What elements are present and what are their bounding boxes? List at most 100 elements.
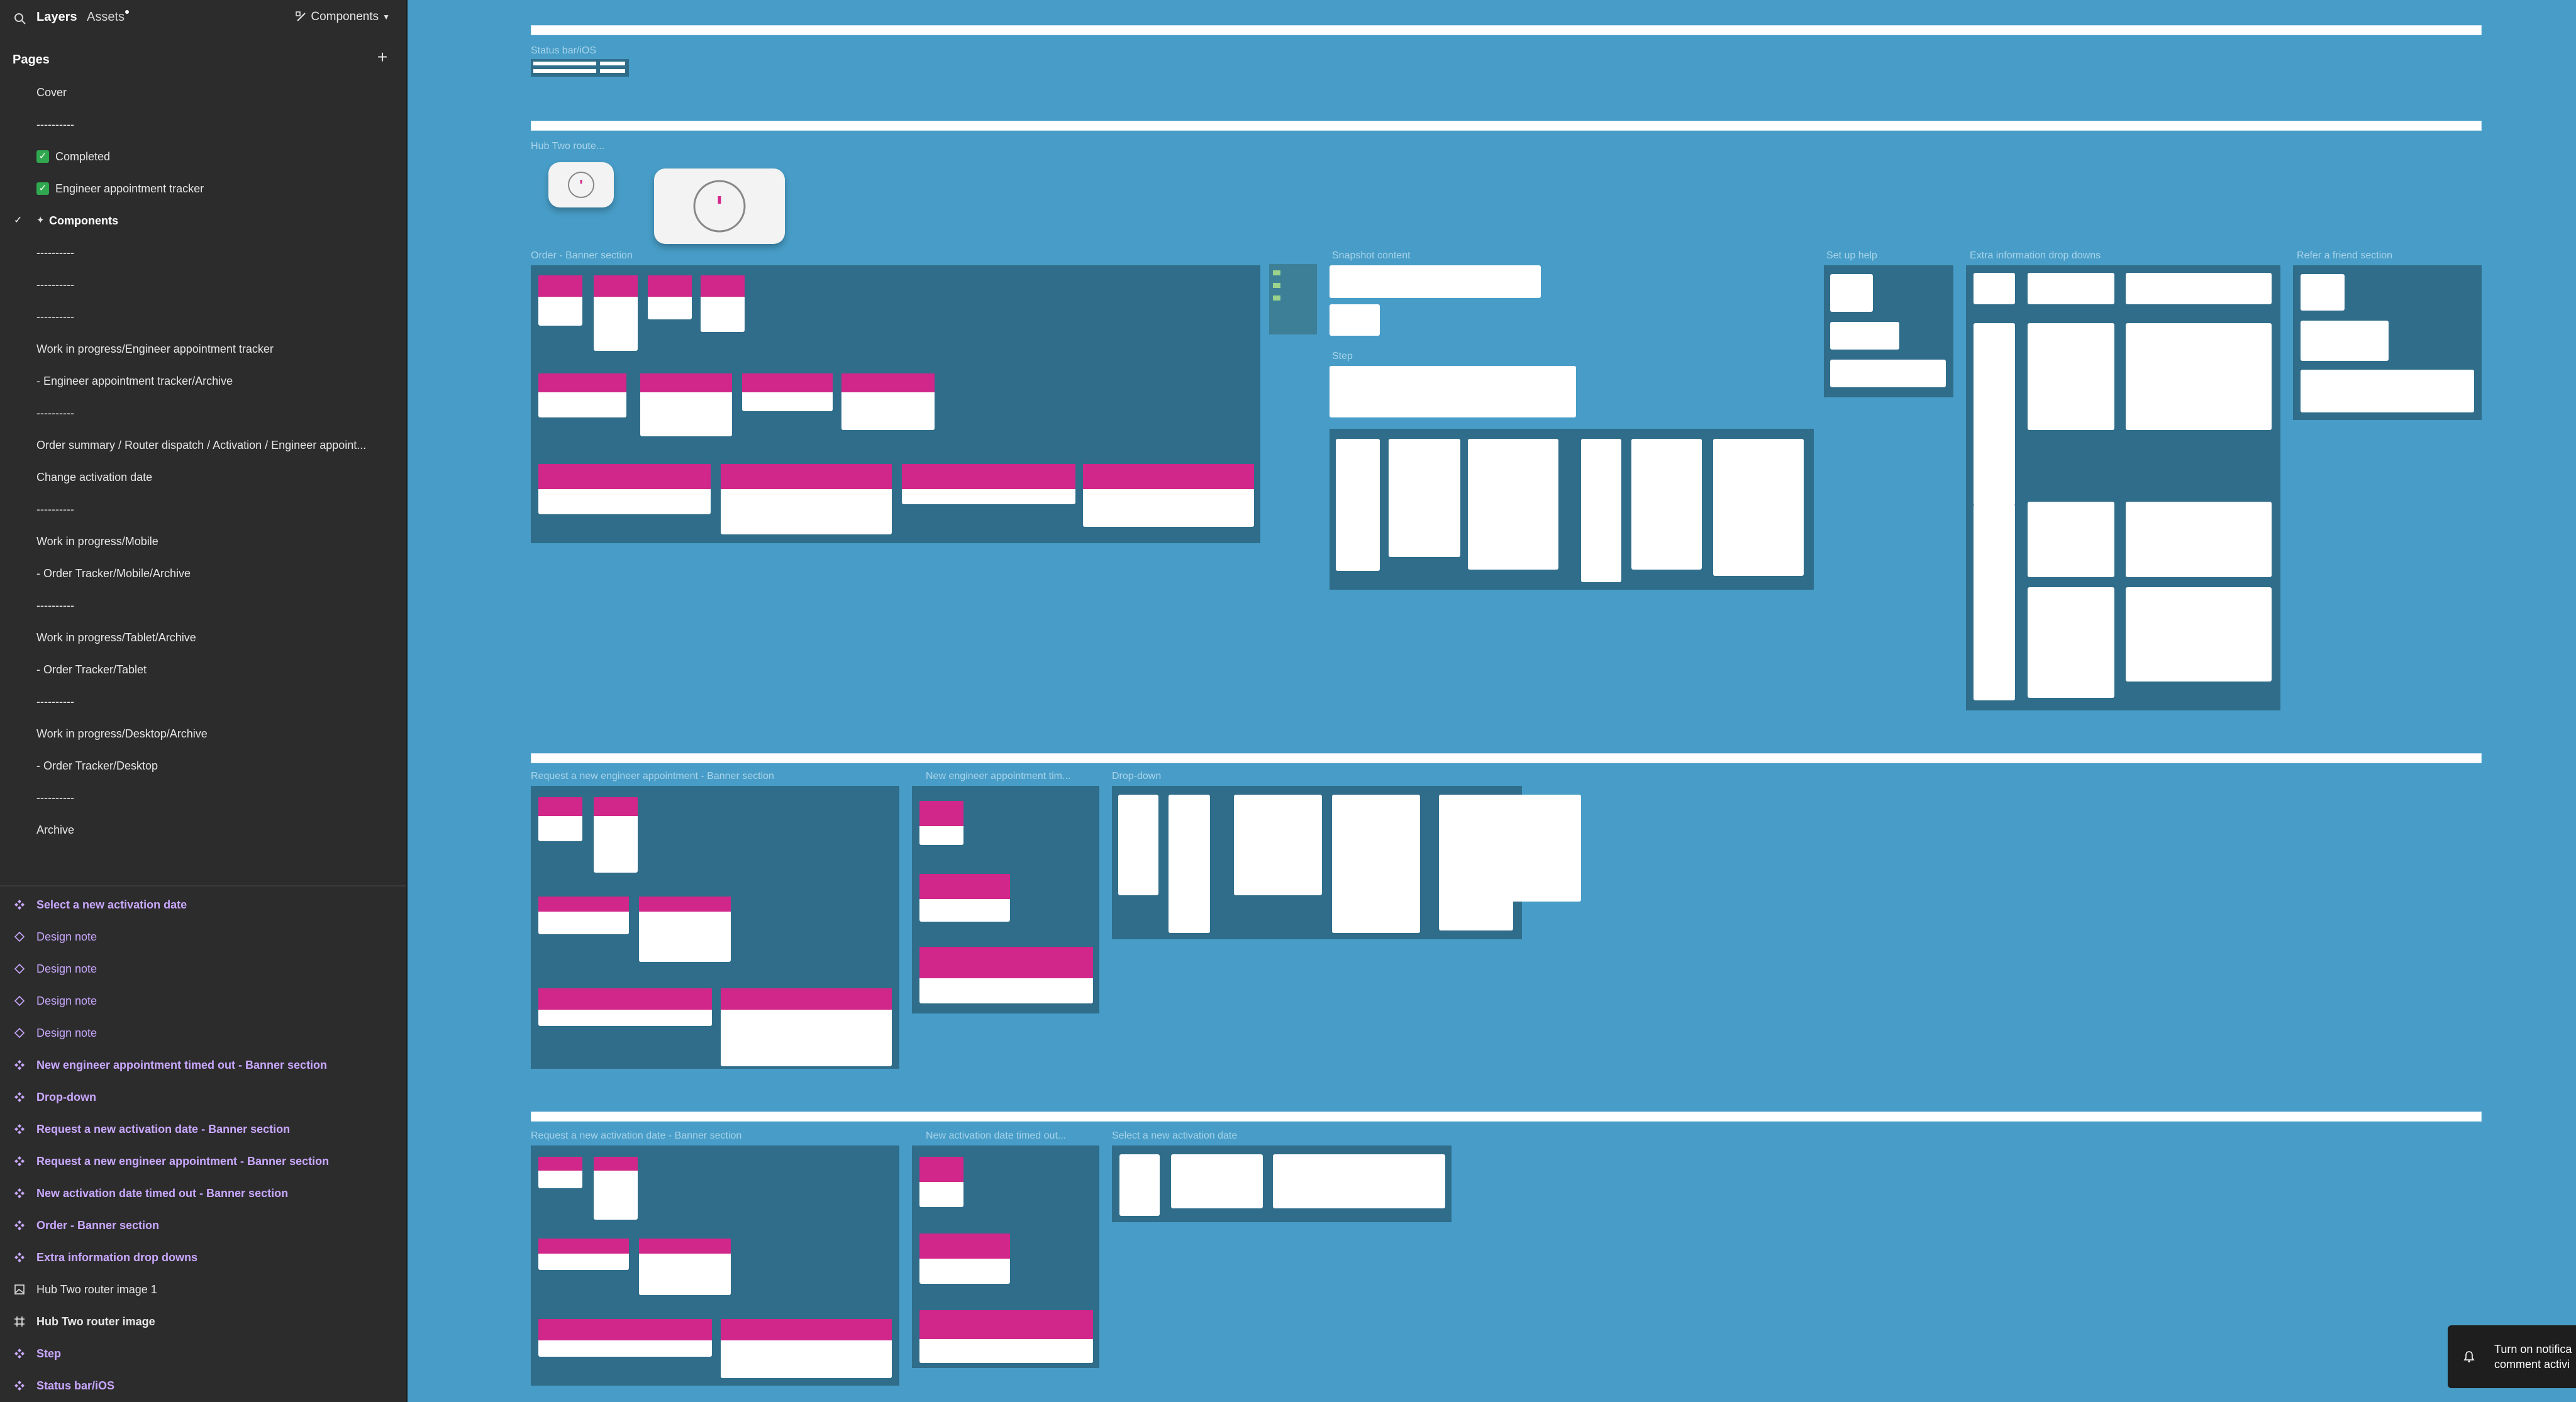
frame-label-step[interactable]: Step [1332,351,1353,362]
order-banner-frame[interactable] [531,265,1260,543]
snapshot-content-card-small[interactable] [1330,304,1380,336]
page-item[interactable]: ---------- [0,237,406,269]
frame-label-request-engineer[interactable]: Request a new engineer appointment - Ban… [531,771,774,781]
layer-item[interactable]: Select a new activation date [0,889,406,921]
layer-item-label: Design note [36,1027,97,1039]
frame-label-extra-info[interactable]: Extra information drop downs [1970,250,2101,261]
page-item[interactable]: ---------- [0,301,406,333]
frame-label-request-activation[interactable]: Request a new activation date - Banner s… [531,1130,742,1141]
banner-card[interactable] [701,275,745,332]
search-icon[interactable] [13,11,29,28]
banner-card[interactable] [538,464,711,514]
layer-item[interactable]: Design note [0,1017,406,1049]
request-engineer-frame[interactable] [531,786,899,1069]
snapshot-card[interactable] [1468,439,1558,570]
banner-card[interactable] [1083,464,1254,527]
banner-card[interactable] [902,464,1075,504]
layer-item[interactable]: Request a new engineer appointment - Ban… [0,1145,406,1178]
banner-card[interactable] [640,373,732,436]
banner-card[interactable] [538,373,626,417]
banner-card[interactable] [538,275,582,326]
set-up-help-frame[interactable] [1824,265,1953,397]
frame-label-refer[interactable]: Refer a friend section [2297,250,2393,261]
frame-label-new-engineer-timed[interactable]: New engineer appointment tim... [926,771,1071,781]
layer-item[interactable]: Status bar/iOS [0,1370,406,1402]
page-item[interactable]: ---------- [0,397,406,429]
tab-assets[interactable]: Assets [87,10,125,24]
snapshot-variants-frame[interactable] [1330,429,1814,590]
page-item[interactable]: - Order Tracker/Tablet [0,654,406,686]
page-item[interactable]: - Engineer appointment tracker/Archive [0,365,406,397]
layer-item[interactable]: Design note [0,921,406,953]
layer-item[interactable]: New activation date timed out - Banner s… [0,1178,406,1210]
banner-card[interactable] [742,373,833,411]
frame-label-hub-two[interactable]: Hub Two route... [531,141,605,152]
snapshot-card[interactable] [1336,439,1380,571]
components-menu[interactable]: Components ▼ [296,10,390,24]
layer-item[interactable]: Hub Two router image 1 [0,1274,406,1306]
page-item[interactable]: - Order Tracker/Mobile/Archive [0,558,406,590]
frame-label-order-banner[interactable]: Order - Banner section [531,250,633,261]
page-item[interactable]: Work in progress/Engineer appointment tr… [0,333,406,365]
page-item[interactable]: ✓Completed [0,141,406,173]
new-activation-timed-frame[interactable] [912,1145,1099,1368]
page-item[interactable]: ---------- [0,494,406,526]
snapshot-content-card[interactable] [1330,265,1541,298]
page-item[interactable]: Work in progress/Tablet/Archive [0,622,406,654]
snapshot-card[interactable] [1389,439,1460,557]
page-item[interactable]: Archive [0,814,406,846]
page-item[interactable]: Change activation date [0,461,406,494]
layer-item[interactable]: Design note [0,985,406,1017]
progress-grid-frame[interactable] [1269,264,1317,334]
layer-item[interactable]: Hub Two router image [0,1306,406,1338]
frame-label-snapshot[interactable]: Snapshot content [1332,250,1411,261]
frame-label-dropdown[interactable]: Drop-down [1112,771,1162,781]
layer-item[interactable]: Design note [0,953,406,985]
frame-label-status-bar[interactable]: Status bar/iOS [531,45,597,56]
design-canvas[interactable]: Status bar/iOS Hub Two route... Order - … [408,0,2576,1402]
step-card[interactable] [1330,366,1576,417]
page-item[interactable]: Order summary / Router dispatch / Activa… [0,429,406,461]
snapshot-card[interactable] [1631,439,1702,570]
page-item[interactable]: ✓✦Components [0,205,406,237]
layer-item[interactable]: New engineer appointment timed out - Ban… [0,1049,406,1081]
hub-two-router-image[interactable] [548,162,614,207]
add-page-icon[interactable]: + [377,47,388,67]
extra-info-frame[interactable] [1966,265,2280,710]
page-item-label: - Order Tracker/Desktop [36,759,158,772]
status-bar-frame[interactable] [531,59,629,77]
page-item[interactable]: Cover [0,77,406,109]
layer-item[interactable]: Step [0,1338,406,1370]
new-engineer-timed-frame[interactable] [912,786,1099,1013]
layer-item[interactable]: Extra information drop downs [0,1242,406,1274]
page-item[interactable]: Work in progress/Mobile [0,526,406,558]
page-item[interactable]: ---------- [0,590,406,622]
frame-label-new-activation-timed[interactable]: New activation date timed out... [926,1130,1067,1141]
refer-a-friend-frame[interactable] [2293,265,2482,420]
page-item[interactable]: Work in progress/Desktop/Archive [0,718,406,750]
page-item[interactable]: ✓Engineer appointment tracker [0,173,406,205]
frame-label-set-up-help[interactable]: Set up help [1826,250,1877,261]
hub-two-router-image-large[interactable] [654,168,785,244]
banner-card[interactable] [594,275,638,351]
banner-card[interactable] [721,464,892,534]
select-activation-frame[interactable] [1112,1145,1452,1222]
layer-item[interactable]: Order - Banner section [0,1210,406,1242]
page-item[interactable]: - Order Tracker/Desktop [0,750,406,782]
snapshot-card[interactable] [1581,439,1621,582]
banner-card[interactable] [841,373,935,430]
dropdown-card[interactable] [1439,795,1513,930]
layer-item[interactable]: Request a new activation date - Banner s… [0,1113,406,1145]
page-item[interactable]: ---------- [0,109,406,141]
banner-card[interactable] [648,275,692,319]
layer-item[interactable]: Drop-down [0,1081,406,1113]
frame-label-select-activation[interactable]: Select a new activation date [1112,1130,1238,1141]
page-item[interactable]: ---------- [0,269,406,301]
tab-layers[interactable]: Layers [36,10,77,24]
request-activation-frame[interactable] [531,1145,899,1386]
notification-toast[interactable]: Turn on notifica comment activi [2448,1325,2576,1388]
snapshot-card[interactable] [1713,439,1804,576]
page-item-label: Completed [55,150,111,163]
page-item[interactable]: ---------- [0,782,406,814]
page-item[interactable]: ---------- [0,686,406,718]
